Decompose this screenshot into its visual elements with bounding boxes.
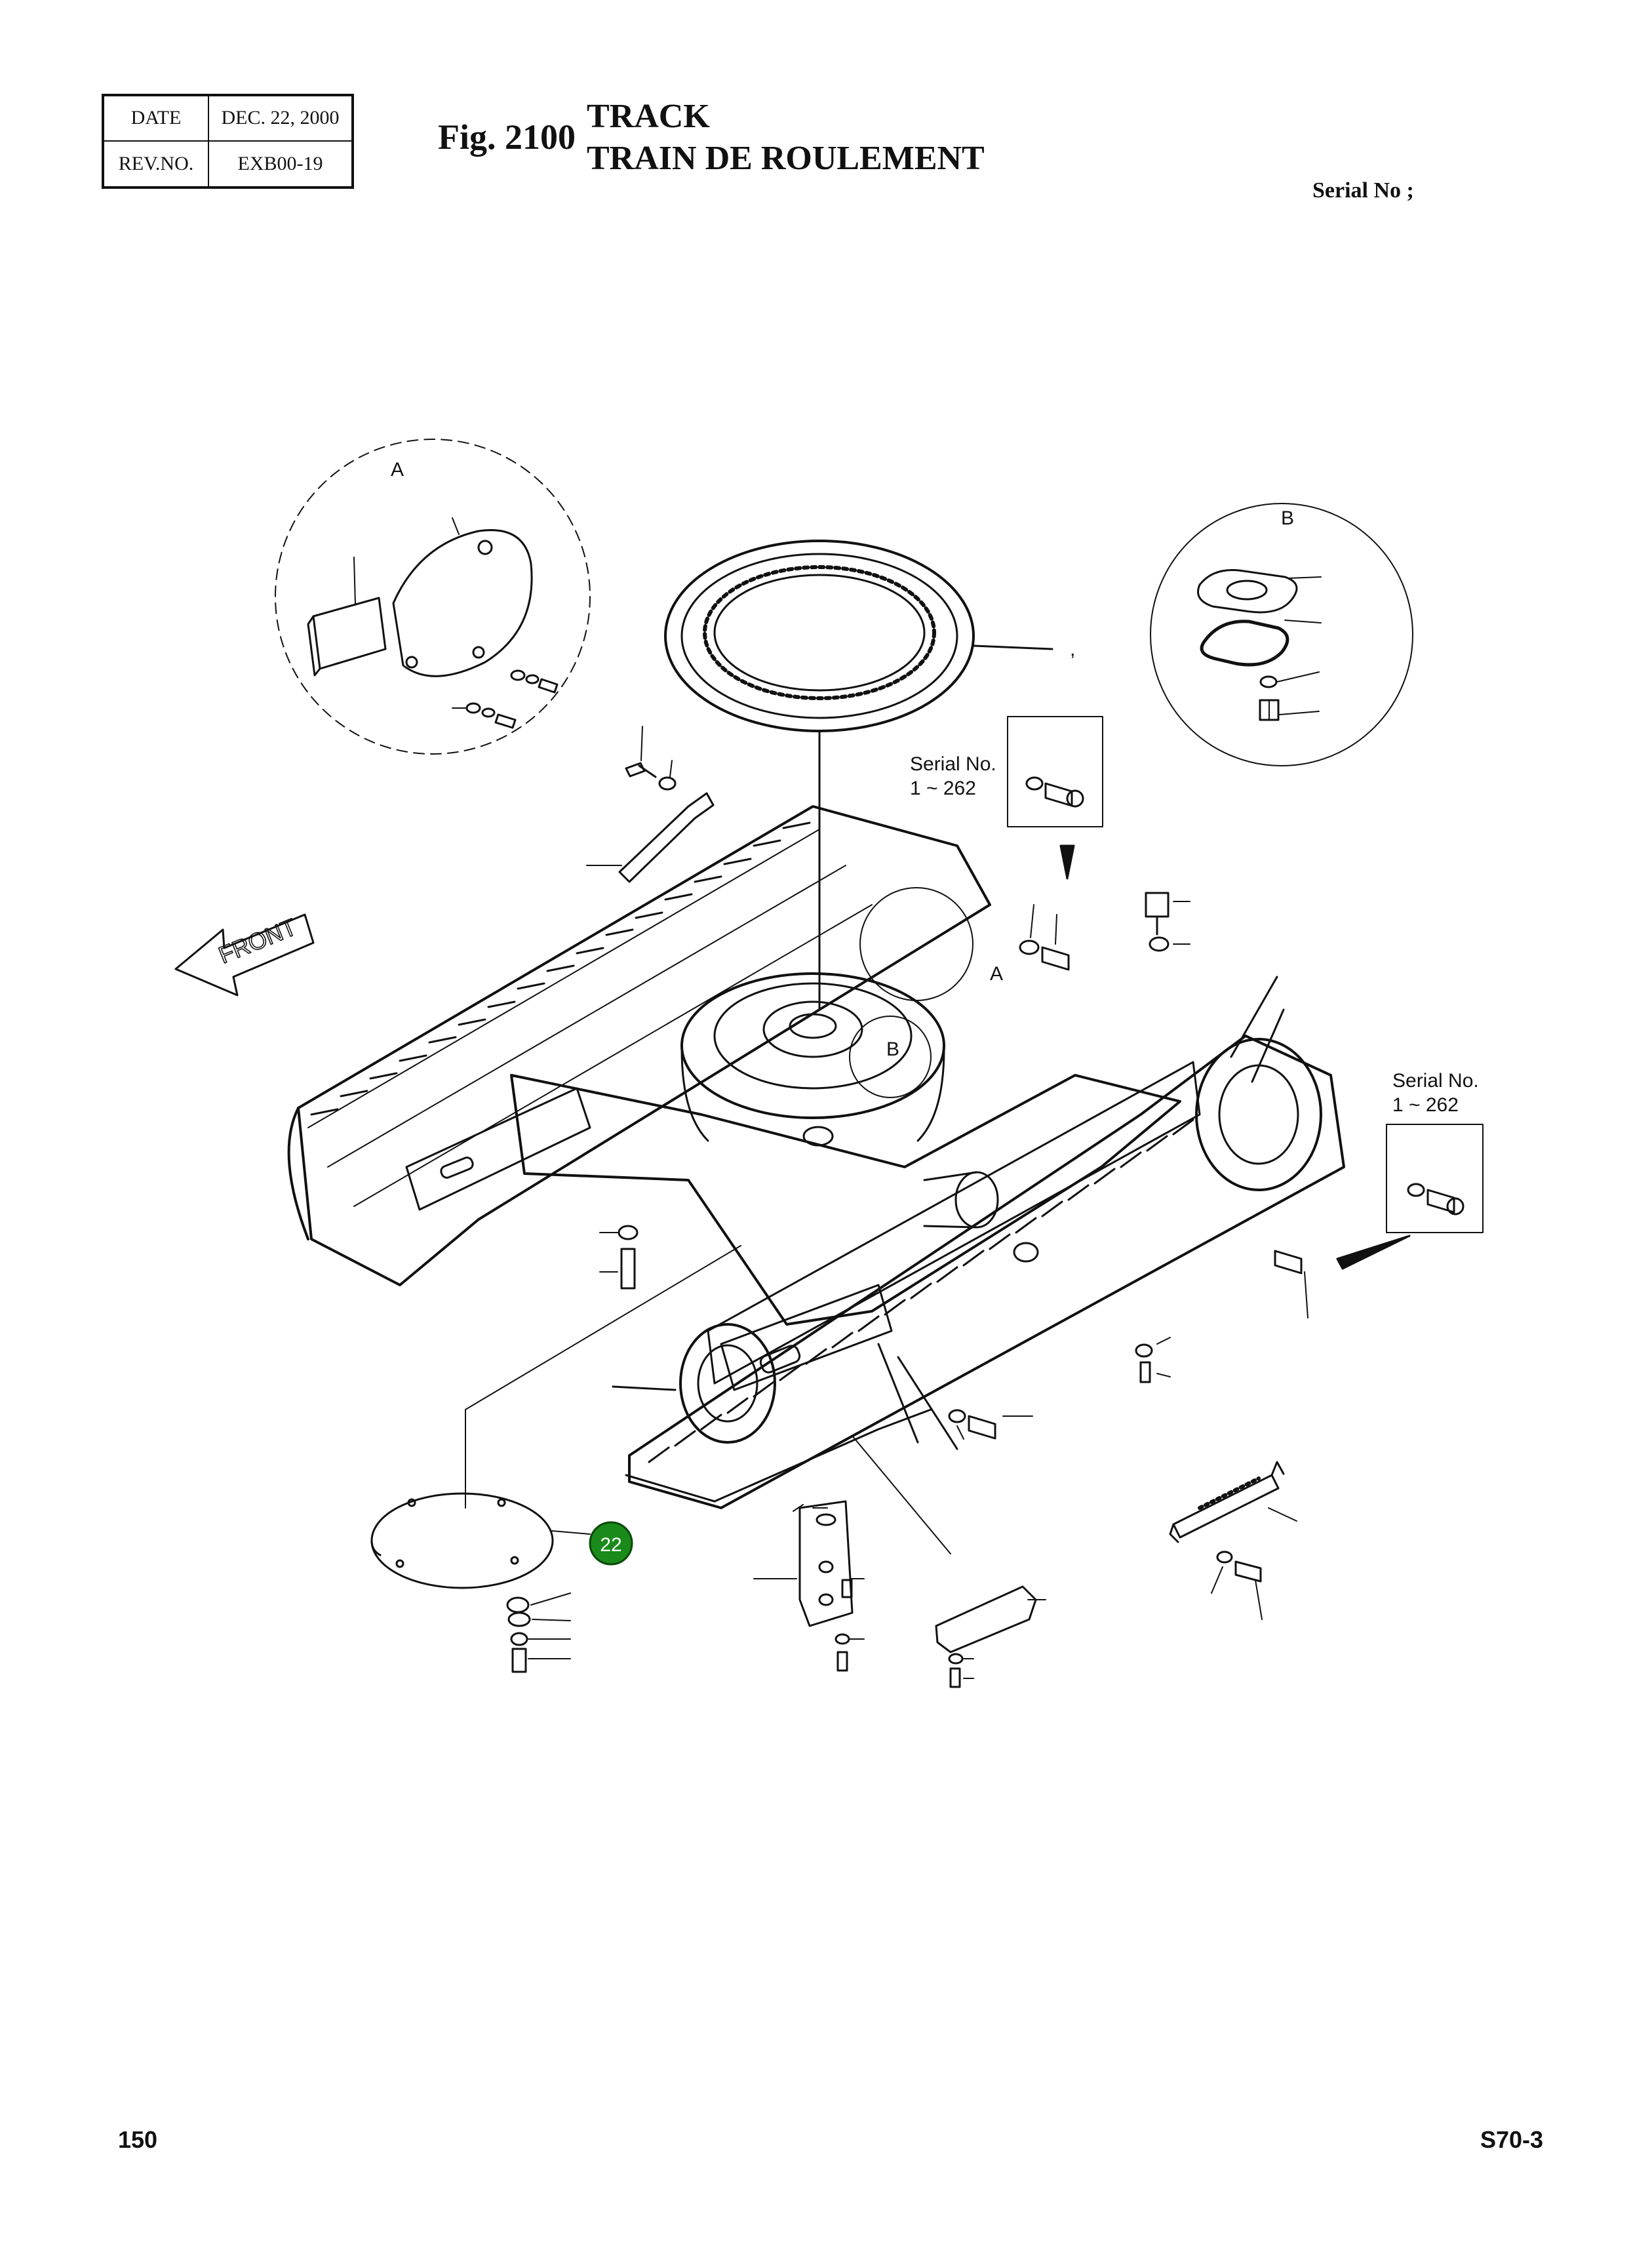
front-label: FRONT [215,913,300,968]
serial-note-1-line2: 1 ~ 262 [910,778,976,799]
serial-note-2-line2: 1 ~ 262 [1392,1094,1459,1116]
page-title-fr: TRAIN DE ROULEMENT [587,140,985,177]
rev-value: EXB00-19 [237,152,323,174]
detail-a-view: A [275,439,591,755]
page-number: 150 [118,2126,158,2153]
part-22-marker[interactable]: 22 [589,1521,633,1566]
serial-note-2-line1: Serial No. [1392,1070,1479,1092]
detail-b-label: B [1281,507,1294,529]
callout-a: A [990,963,1003,985]
part-22-badge[interactable] [589,1521,633,1566]
part-22-number: 22 [600,1534,621,1556]
serial-number-header: Serial No ; [1312,178,1414,203]
serial-note-2: Serial No. 1 ~ 262 [1336,1070,1484,1270]
center-frame: B A [510,887,1181,1326]
revision-table: DATE DEC. 22, 2000 REV.NO. EXB00-19 [102,94,354,189]
callout-b: B [886,1038,899,1060]
detail-a-label: A [391,459,404,481]
figure-number: Fig. 2100 [438,117,576,157]
loose-hardware [465,726,1308,1554]
front-direction-arrow: FRONT [174,913,315,997]
bottom-exploded-parts [370,1408,1297,1688]
serial-note-1: Serial No. 1 ~ 262 [910,716,1103,880]
ring-reference: , [1070,639,1075,660]
right-track-assembly [628,1035,1345,1509]
date-value: DEC. 22, 2000 [209,96,351,142]
page-title-en: TRACK [587,98,710,135]
detail-b-view: B [1150,503,1413,766]
serial-note-1-line1: Serial No. [910,753,996,775]
rev-label: REV.NO. [104,141,209,186]
model-code: S70-3 [1480,2126,1544,2153]
left-track-assembly [287,805,991,1286]
date-label: DATE [104,96,209,142]
swing-bearing-ring: , [664,540,1075,1011]
